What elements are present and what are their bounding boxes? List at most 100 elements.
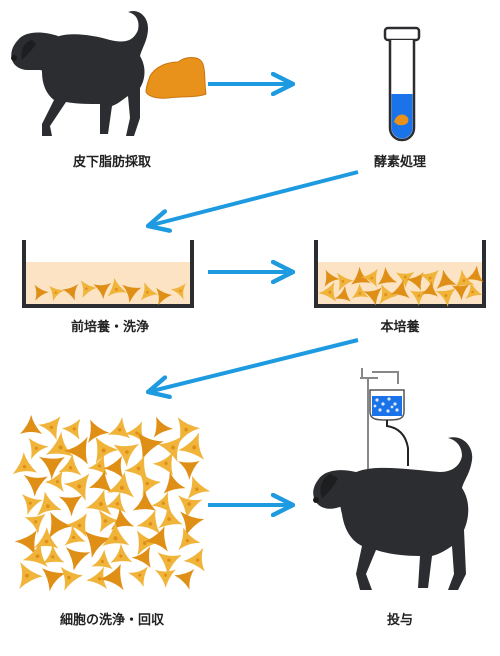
stem-cell-icon <box>99 563 124 591</box>
stem-cell-icon <box>42 568 66 592</box>
stem-cell-icon <box>12 452 38 475</box>
stem-cell-icon <box>139 472 162 497</box>
stem-cell-icon <box>88 470 113 493</box>
main-culture-cells <box>318 265 484 307</box>
stem-cell-icon <box>113 444 140 467</box>
stem-cell-icon <box>435 288 456 307</box>
stem-cell-icon <box>178 527 201 551</box>
stem-cell-icon <box>361 268 378 288</box>
stem-cell-icon <box>19 414 43 435</box>
stem-cell-icon <box>174 569 195 590</box>
step-fat-collection-label: 皮下脂肪採取 <box>72 155 152 170</box>
test-tube-icon <box>383 26 421 142</box>
flow-arrows <box>148 84 359 505</box>
stem-cell-icon <box>107 416 131 439</box>
stem-cell-icon <box>128 566 148 587</box>
stem-cell-icon <box>88 419 110 443</box>
stem-cell-icon <box>351 283 369 299</box>
stem-cell-icon <box>66 547 91 571</box>
stem-cell-icon <box>102 522 130 547</box>
stem-cell-icon <box>44 470 64 493</box>
stem-cell-icon <box>95 436 119 464</box>
dog-silhouette-icon <box>11 10 148 137</box>
stem-cell-icon <box>177 417 201 443</box>
stem-cell-icon <box>49 285 65 302</box>
stem-cell-icon <box>24 513 46 534</box>
stem-cell-icon <box>183 547 205 572</box>
stem-cell-icon <box>137 431 164 460</box>
stem-cell-icon <box>171 283 186 300</box>
stem-cell-icon <box>64 525 86 546</box>
stem-cell-icon <box>38 456 65 480</box>
stem-cell-icon <box>84 530 112 559</box>
stem-cell-icon <box>63 473 90 501</box>
step-enzyme-treatment-label: 酵素処理 <box>373 155 427 170</box>
culture-dish-main-icon <box>314 240 486 308</box>
step-main-culture-label: 本培養 <box>380 320 420 335</box>
stem-cell-icon <box>58 495 83 517</box>
stem-cell-icon <box>14 530 37 555</box>
stem-cell-icon <box>42 544 65 564</box>
stem-cell-icon <box>158 505 183 529</box>
step-preculture-wash-label: 前培養・洗浄 <box>70 320 150 335</box>
stem-cell-icon <box>156 287 173 306</box>
stem-cell-icon <box>23 474 48 497</box>
stem-cell-icon <box>107 471 135 498</box>
fat-tissue-icon <box>145 57 207 99</box>
stem-cell-icon <box>324 269 340 287</box>
stem-cell-icon <box>61 418 81 440</box>
iv-drip-icon <box>360 368 409 472</box>
stem-cell-icon <box>48 511 73 539</box>
stem-cell-icon <box>80 280 97 298</box>
stem-cell-icon <box>22 541 48 567</box>
stem-cell-icon <box>21 494 43 516</box>
stem-cell-icon <box>62 284 79 301</box>
stem-cell-icon <box>19 562 43 589</box>
stem-cell-icon <box>180 511 205 537</box>
stem-cell-icon <box>103 455 124 479</box>
preculture-cells <box>34 277 186 306</box>
stem-cell-icon <box>124 455 148 481</box>
stem-cell-icon <box>465 265 484 283</box>
stem-cell-icon <box>336 272 354 292</box>
stem-cell-icon <box>178 460 200 480</box>
stem-cell-icon <box>436 269 457 289</box>
stem-cell-icon <box>140 282 159 301</box>
stem-cell-icon <box>421 281 438 297</box>
stem-cell-icon <box>395 271 415 288</box>
stem-cell-icon <box>136 509 161 535</box>
stem-cell-icon <box>153 416 174 438</box>
stem-cell-icon <box>379 283 398 305</box>
stem-cell-icon <box>157 552 182 575</box>
stem-cell-icon <box>37 416 61 441</box>
step-administration-label: 投与 <box>386 613 414 628</box>
stem-cell-icon <box>377 266 398 285</box>
step-cell-wash-collect-label: 細胞の洗浄・回収 <box>59 613 165 628</box>
stem-cell-icon <box>465 282 483 299</box>
stem-cell-icon <box>65 513 87 538</box>
stem-cell-icon <box>137 530 160 556</box>
stem-cell-icon <box>334 286 351 302</box>
stem-cell-icon <box>154 569 176 588</box>
stem-cell-icon <box>85 489 112 516</box>
stem-cell-icon <box>93 282 112 299</box>
stem-cell-icon <box>34 284 49 301</box>
stem-cell-icon <box>91 549 113 570</box>
stem-cell-icon <box>98 509 119 533</box>
stem-cell-icon <box>60 566 83 591</box>
stem-cell-icon <box>178 432 205 460</box>
dog-silhouette-icon <box>313 437 473 590</box>
arrow-enzyme-to-preculture <box>148 170 359 226</box>
stem-cell-icon <box>104 491 127 513</box>
stem-cell-icon <box>406 272 424 291</box>
stem-cell-icon <box>318 282 337 302</box>
stem-cell-icon <box>351 266 371 285</box>
stem-cell-icon <box>58 454 82 476</box>
stem-cell-icon <box>451 284 470 300</box>
stem-cell-cluster-icon <box>12 414 211 592</box>
stem-cell-icon <box>390 279 410 299</box>
stem-cell-icon <box>122 284 142 303</box>
stem-cell-icon <box>107 277 127 297</box>
stem-cell-icon <box>144 526 168 552</box>
stem-cell-icon <box>152 451 173 476</box>
